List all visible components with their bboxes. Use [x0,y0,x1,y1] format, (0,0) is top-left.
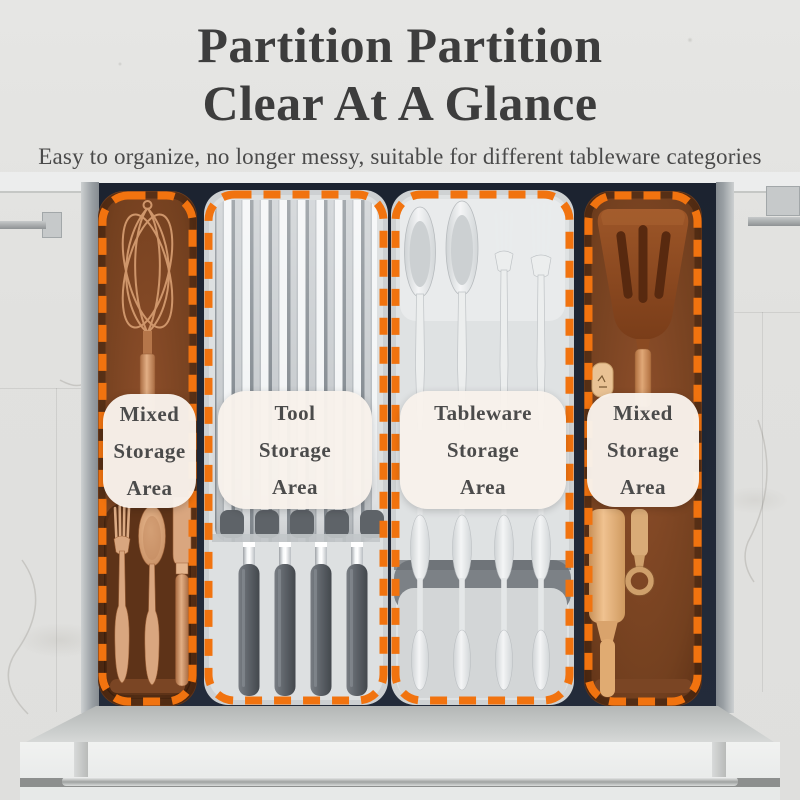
drawer-front-face [20,742,780,778]
tile-seam [762,312,763,692]
drawer-handle-bar [62,777,738,786]
whisk-ferrule [143,331,152,355]
label-line: Mixed [119,401,180,426]
drawer-wall-left [81,182,99,713]
label-mixed-storage-left: Mixed Storage Area [103,394,196,508]
handle-support-left [74,742,88,782]
label-tableware-storage: Tableware Storage Area [400,391,566,509]
label-tool-storage: Tool Storage Area [218,391,372,509]
label-line: Storage [258,437,332,462]
label-line: Area [620,474,666,499]
label-line: Area [126,475,173,500]
towel-bar-bracket-right [766,186,800,216]
handle-support-right [712,742,726,782]
label-line: Area [272,474,318,499]
copper-knife-graphic [172,496,192,687]
page-title-line-1: Partition Partition [197,17,603,73]
label-mixed-storage-right: Mixed Storage Area [587,393,699,507]
label-line: Tableware [434,400,532,425]
label-line: Area [460,474,506,499]
towel-bar-left [0,221,46,229]
tile-seam [56,388,57,712]
label-line: Mixed [613,400,673,425]
drawer-front-top [26,706,774,742]
label-line: Storage [606,437,680,462]
page-title-line-2: Clear At A Glance [202,75,598,131]
drawer-wall-right [716,182,734,713]
tile-seam [716,312,800,313]
towel-bar-right [748,217,800,226]
cabinet-front-lower [20,787,780,800]
label-line: Tool [274,400,316,425]
wooden-handle-tip-graphic [591,362,614,398]
subtitle: Easy to organize, no longer messy, suita… [38,144,762,169]
label-line: Storage [446,437,520,462]
label-line: Storage [113,438,186,463]
tile-seam [0,388,84,389]
